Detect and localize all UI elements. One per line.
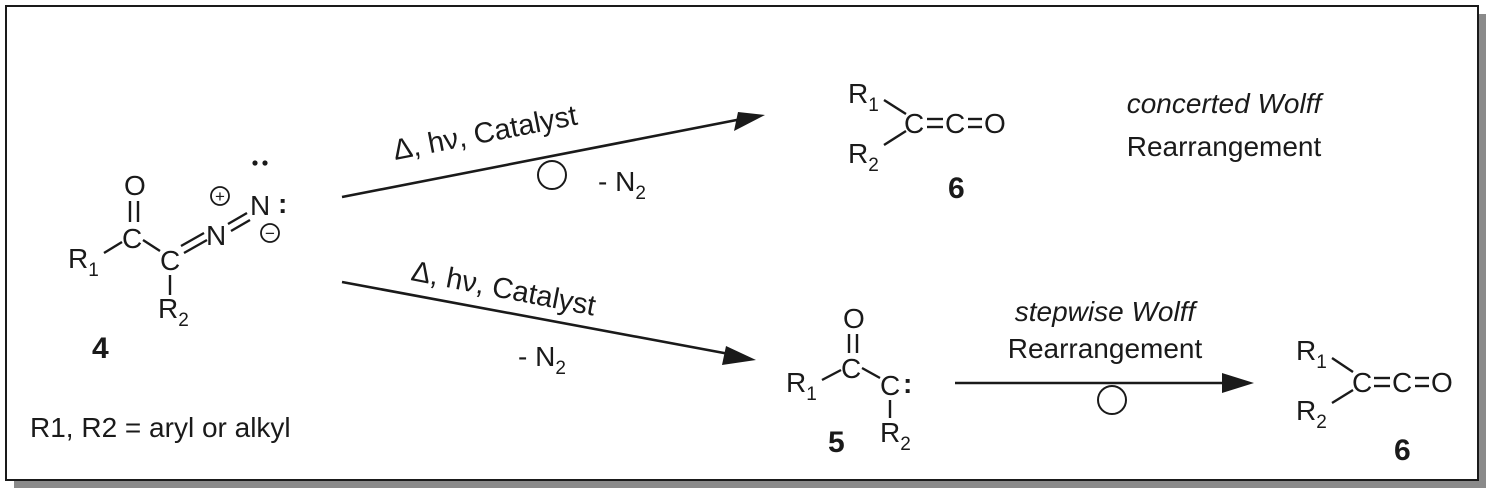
bottom-ketene-r2: R2 — [1296, 395, 1327, 433]
diazo-nitrogen-2: N — [250, 190, 270, 221]
plus-charge-circle — [210, 186, 230, 206]
bottom-ketene-r1: R1 — [1296, 335, 1327, 373]
bottom-r1-c-bond — [1331, 357, 1354, 373]
stepwise-circle-symbol — [1097, 385, 1127, 415]
compound-6-bottom-number: 6 — [1394, 434, 1411, 467]
carbene-cc-bond — [861, 366, 881, 380]
n-lone-pair-dot-1 — [252, 160, 258, 166]
c-c-bond — [142, 238, 161, 253]
bottom-r2-c-bond — [1331, 388, 1354, 405]
diazo-r2-label: R2 — [158, 293, 189, 331]
top-byproduct: - N2 — [598, 166, 646, 204]
carbene-r1-bond — [821, 368, 842, 382]
top-r1-c-bond — [883, 98, 907, 116]
minus-charge-sign: − — [265, 224, 275, 243]
diazo-carbonyl-carbon: C — [122, 223, 142, 254]
compound-6-top-number: 6 — [948, 172, 965, 205]
top-ketene-oxygen: O — [984, 108, 1006, 139]
top-arrow-line — [341, 115, 753, 199]
compound-5-carbene: O C R1 C : R2 5 — [786, 303, 912, 459]
top-ketene-r1: R1 — [848, 78, 879, 116]
top-ketene-carbon-1: C — [904, 108, 924, 139]
c-n-double-1 — [180, 231, 205, 248]
carbene-oxygen: O — [843, 303, 865, 334]
bottom-arrow-head — [722, 346, 756, 365]
carbene-lone-pair: : — [903, 368, 912, 399]
bottom-ketene-carbon-2: C — [1392, 367, 1412, 398]
substituent-definition: R1, R2 = aryl or alkyl — [30, 412, 291, 443]
plus-charge-sign: + — [215, 187, 225, 206]
minus-charge-circle — [260, 223, 280, 243]
compound-6-bottom-ketene: R1 R2 C C O 6 — [1296, 335, 1453, 467]
stepwise-label-line1: stepwise Wolff — [1015, 296, 1199, 327]
concerted-label-line2: Rearrangement — [1127, 131, 1322, 162]
compound-6-top-ketene: R1 R2 C C O 6 — [848, 78, 1006, 205]
frame — [5, 5, 1479, 481]
diazo-r1-label: R1 — [68, 243, 99, 281]
n-lone-pair-dot-2 — [262, 160, 268, 166]
diazo-alpha-carbon: C — [160, 245, 180, 276]
bottom-ketene-oxygen: O — [1431, 367, 1453, 398]
diazo-nitrogen-1: N — [206, 220, 226, 251]
r1-c-bond — [103, 240, 123, 255]
bottom-byproduct: - N2 — [518, 341, 566, 379]
bottom-arrow-line — [341, 280, 741, 358]
carbene-carbonyl-carbon: C — [841, 353, 861, 384]
compound-5-number: 5 — [828, 426, 845, 459]
stepwise-label-line2: Rearrangement — [1008, 333, 1203, 364]
carbene-carbon: C — [880, 370, 900, 401]
top-ketene-carbon-2: C — [945, 108, 965, 139]
stepwise-arrow: stepwise Wolff Rearrangement — [955, 296, 1254, 415]
diazo-oxygen: O — [124, 170, 146, 201]
n-lone-pair-right: : — [278, 188, 287, 219]
top-ketene-r2: R2 — [848, 138, 879, 176]
n-n-double-1 — [227, 211, 248, 226]
stepwise-arrow-head — [1222, 373, 1254, 393]
carbene-r2: R2 — [880, 417, 911, 455]
c-n-double-2 — [183, 238, 208, 255]
top-circle-symbol — [537, 160, 567, 190]
top-r2-c-bond — [883, 129, 907, 147]
top-arrow-head — [734, 112, 765, 131]
compound-4-number: 4 — [92, 332, 109, 365]
bottom-ketene-carbon-1: C — [1352, 367, 1372, 398]
concerted-label-line1: concerted Wolff — [1127, 88, 1325, 119]
carbene-r1: R1 — [786, 367, 817, 405]
compound-4-diazo-ketone: O C R1 C R2 N + N : − 4 — [68, 160, 287, 365]
n-n-double-2 — [230, 218, 251, 233]
